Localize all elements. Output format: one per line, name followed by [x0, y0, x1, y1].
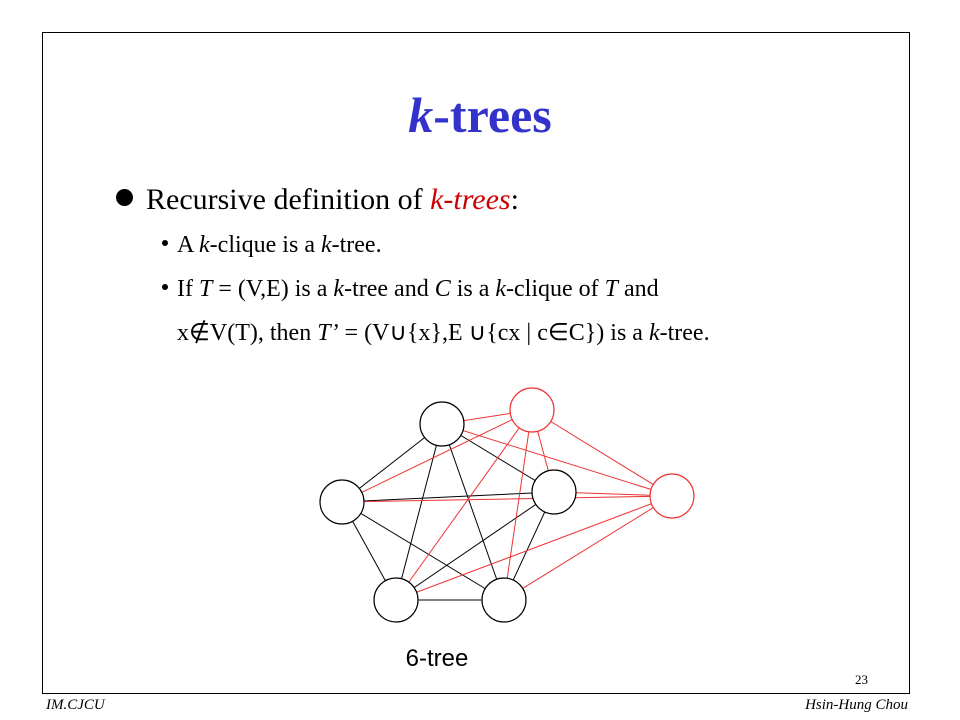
- bullet-dot-icon: [116, 189, 133, 206]
- graph-node: [481, 577, 527, 623]
- graph-edge: [341, 501, 505, 601]
- footer-right: Hsin-Hung Chou: [805, 697, 908, 713]
- sub-bullet-dot-icon: [162, 284, 168, 290]
- graph-edge: [531, 409, 673, 497]
- graph-edge: [503, 409, 533, 601]
- graph-node: [373, 577, 419, 623]
- sub-bullet-dot-icon: [162, 240, 168, 246]
- graph-edge: [395, 495, 673, 601]
- graph-edge: [395, 423, 443, 601]
- main-bullet: Recursive definition of k-trees:: [116, 183, 519, 217]
- graph-node-added: [509, 387, 555, 433]
- graph-node: [319, 479, 365, 525]
- graph-node: [531, 469, 577, 515]
- footer-left: IM.CJCU: [46, 697, 105, 713]
- graph-edge: [341, 491, 555, 503]
- graph-edge: [503, 495, 673, 601]
- page-number: 23: [855, 672, 868, 687]
- slide-frame: [42, 32, 910, 694]
- sub-bullet-2: If T = (V,E) is a k-tree and C is a k-cl…: [162, 276, 659, 303]
- graph-edge: [341, 495, 673, 503]
- graph-nodes: [319, 387, 695, 623]
- graph-caption: 6-tree: [405, 645, 469, 672]
- graph-edge: [395, 409, 533, 601]
- graph-edge: [395, 491, 555, 601]
- graph-edge: [441, 423, 673, 497]
- slide-title: k-trees: [408, 87, 552, 143]
- graph-edge: [341, 409, 533, 503]
- graph-edge: [441, 423, 505, 601]
- graph-edges: [341, 409, 673, 601]
- sub-bullet-2-continuation: x∉V(T), then T’ = (V∪{x},E ∪{cx | c∈C}) …: [177, 320, 710, 346]
- graph-node-added: [649, 473, 695, 519]
- sub-bullet-1: A k-clique is a k-tree.: [162, 232, 382, 259]
- graph-node: [419, 401, 465, 447]
